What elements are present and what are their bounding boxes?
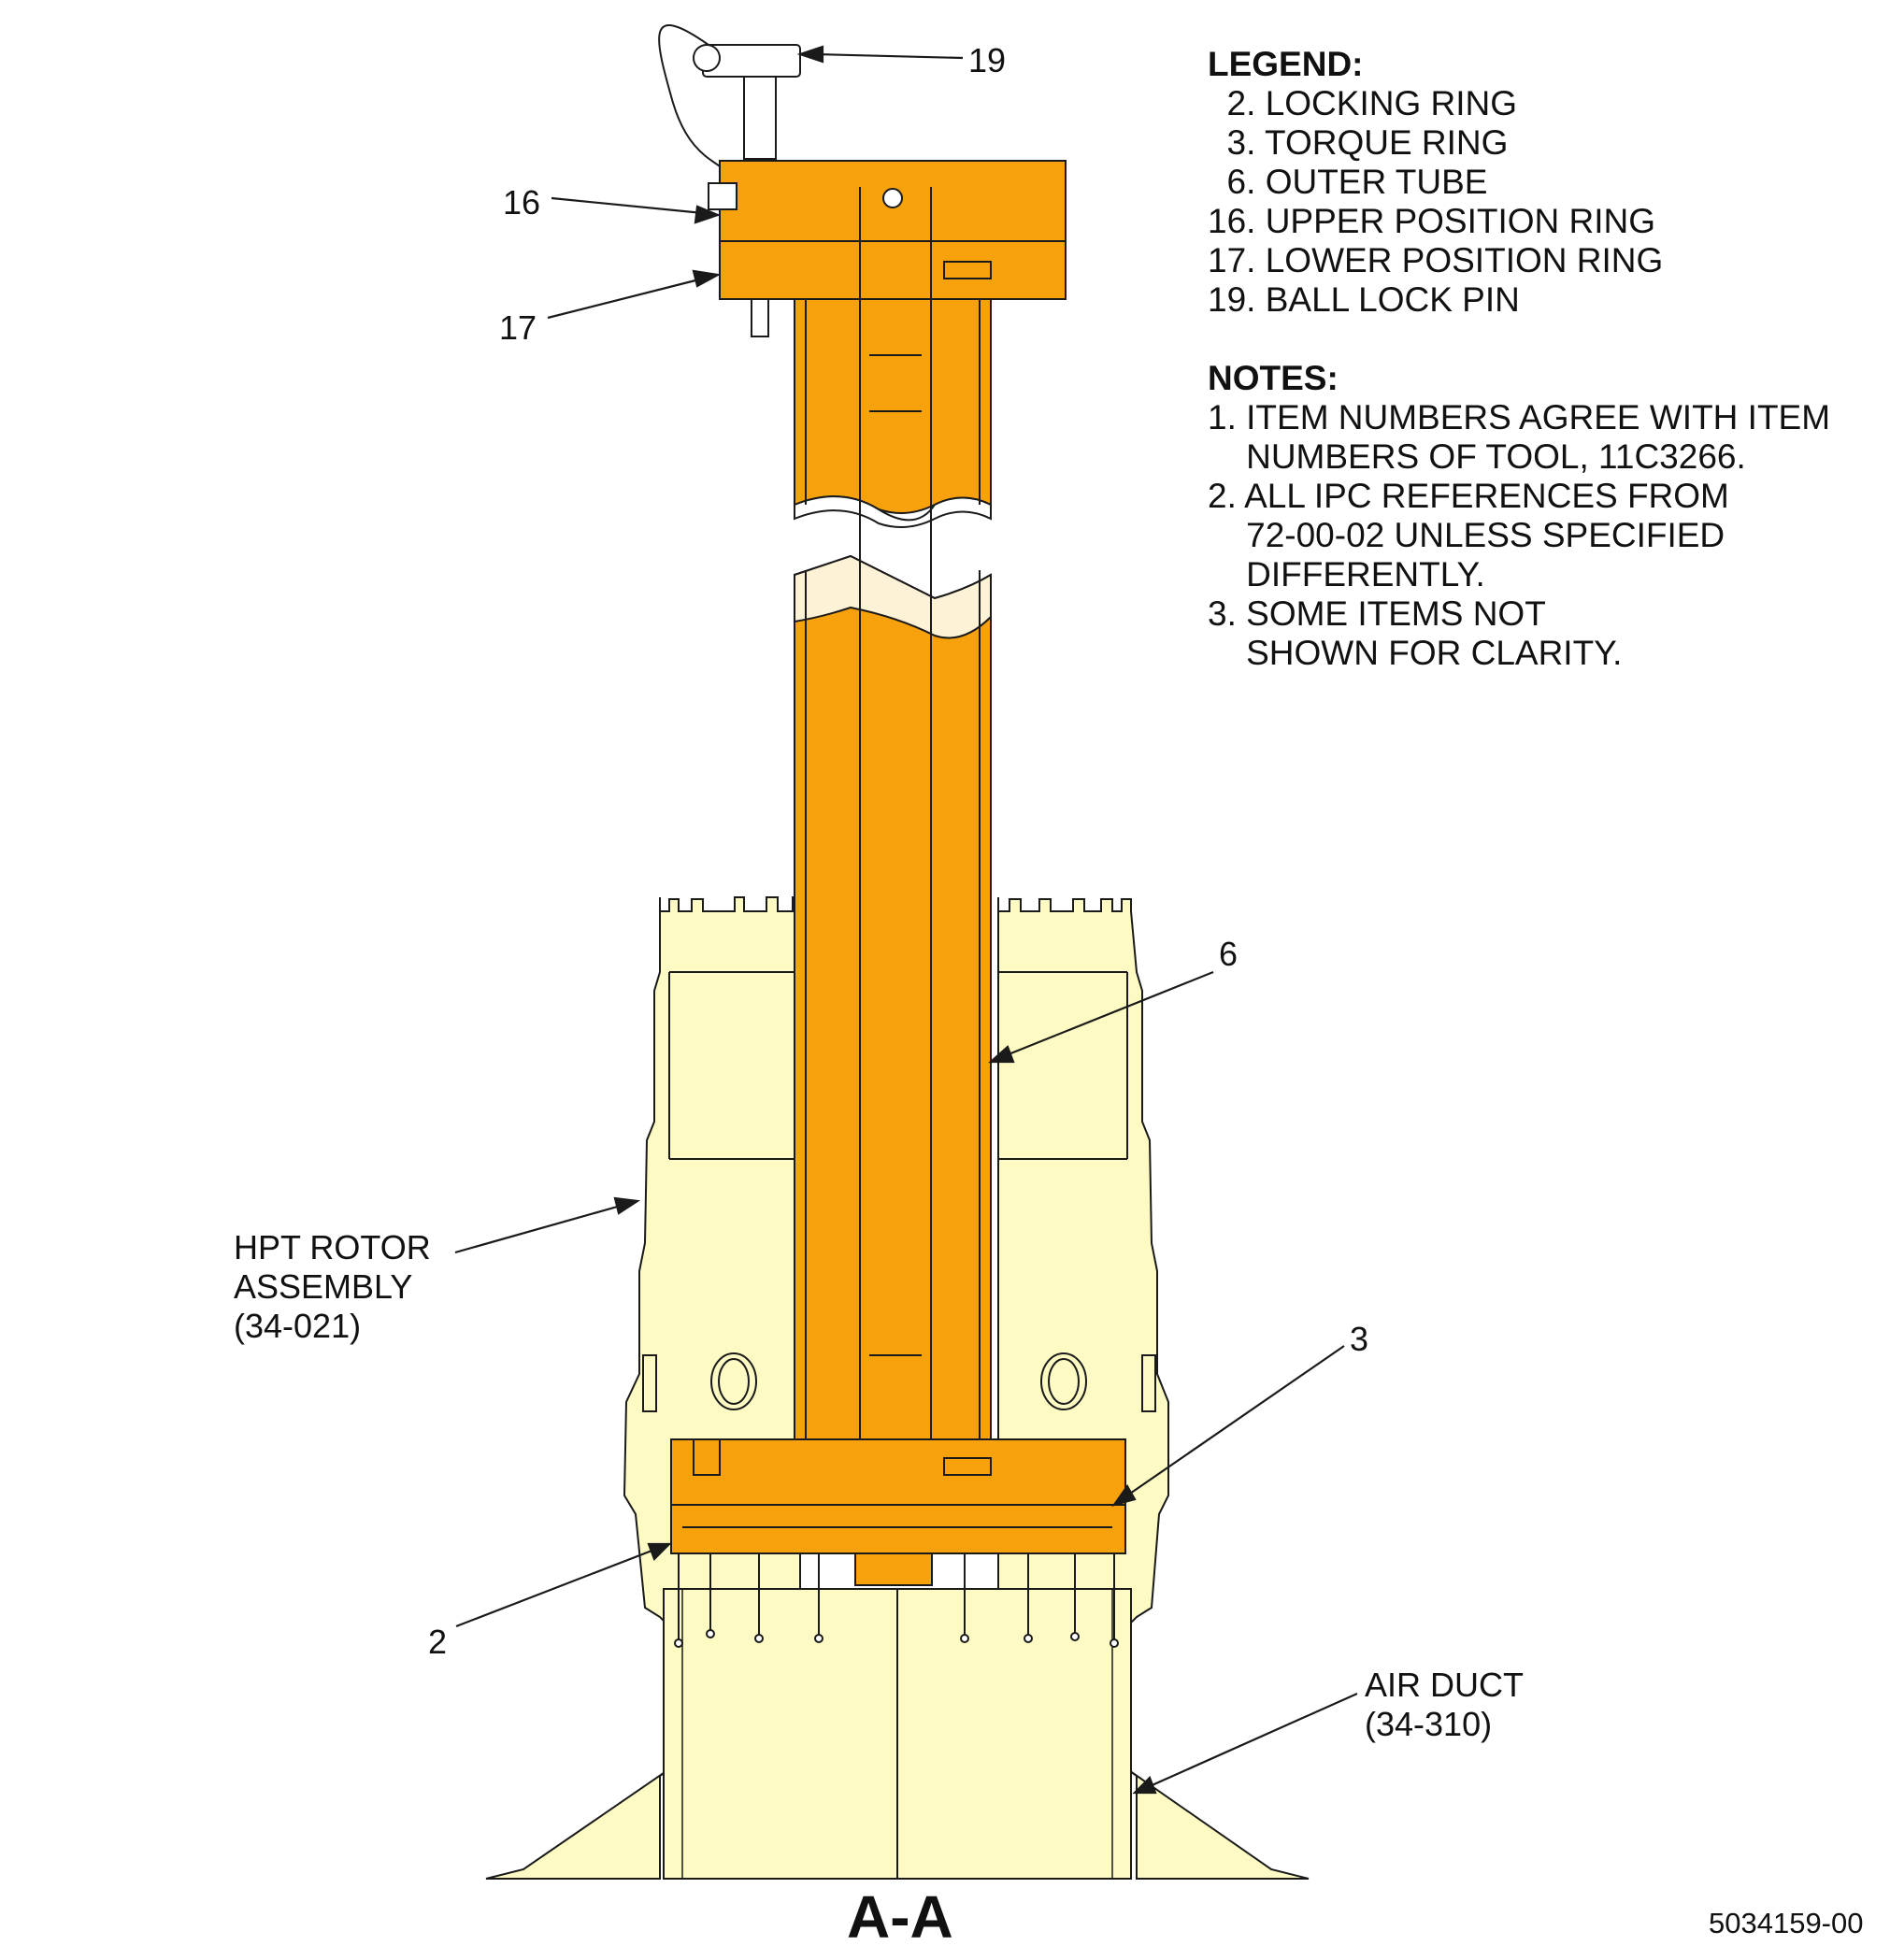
drawing-number: 5034159-00 (1709, 1907, 1864, 1939)
air-duct-label-line1: AIR DUCT (1365, 1666, 1524, 1704)
tube-break (794, 495, 992, 639)
legend-item: 16. UPPER POSITION RING (1208, 202, 1656, 240)
torque-ring (670, 1438, 1126, 1506)
note-line: 3. SOME ITEMS NOT (1208, 594, 1546, 633)
lower-position-ring (719, 240, 1067, 300)
view-title: A-A (847, 1883, 953, 1951)
leader-lines (454, 45, 1358, 1795)
lower-rods (674, 1553, 1119, 1648)
tube-lines (682, 187, 1112, 1528)
hpt-rotor-label: HPT ROTOR ASSEMBLY (34-021) (234, 1228, 431, 1346)
legend-title: LEGEND: (1208, 45, 1364, 83)
hpt-rotor-label-line3: (34-021) (234, 1307, 362, 1345)
note-line: DIFFERENTLY. (1208, 555, 1485, 594)
legend-item: 17. LOWER POSITION RING (1208, 241, 1664, 279)
notes-title: NOTES: (1208, 359, 1339, 397)
callout-2: 2 (428, 1623, 448, 1661)
legend-item: 3. TORQUE RING (1208, 123, 1509, 162)
hpt-rotor-label-line1: HPT ROTOR (234, 1228, 431, 1266)
callout-6: 6 (1219, 935, 1239, 973)
legend: LEGEND: 2. LOCKING RING 3. TORQUE RING 6… (1208, 45, 1663, 320)
note-line: 72-00-02 UNLESS SPECIFIED (1208, 516, 1725, 554)
callout-16: 16 (503, 183, 541, 222)
notes: NOTES: 1. ITEM NUMBERS AGREE WITH ITEM N… (1208, 359, 1830, 673)
note-line: 1. ITEM NUMBERS AGREE WITH ITEM (1208, 398, 1831, 436)
callout-19: 19 (968, 41, 1007, 79)
callout-3: 3 (1350, 1320, 1369, 1358)
air-duct-label: AIR DUCT (34-310) (1365, 1666, 1524, 1744)
note-line: SHOWN FOR CLARITY. (1208, 634, 1623, 672)
legend-item: 6. OUTER TUBE (1208, 163, 1488, 201)
ball-lock-pin (658, 24, 801, 337)
note-line: NUMBERS OF TOOL, 11C3266. (1208, 437, 1746, 476)
outer-tube (794, 554, 992, 1440)
legend-item: 2. LOCKING RING (1208, 84, 1518, 122)
hpt-rotor-label-line2: ASSEMBLY (234, 1267, 413, 1306)
air-duct-label-line2: (34-310) (1365, 1705, 1493, 1743)
callout-17: 17 (499, 308, 537, 347)
note-line: 2. ALL IPC REFERENCES FROM (1208, 477, 1729, 515)
legend-item: 19. BALL LOCK PIN (1208, 280, 1520, 319)
locking-ring (670, 1504, 1126, 1554)
